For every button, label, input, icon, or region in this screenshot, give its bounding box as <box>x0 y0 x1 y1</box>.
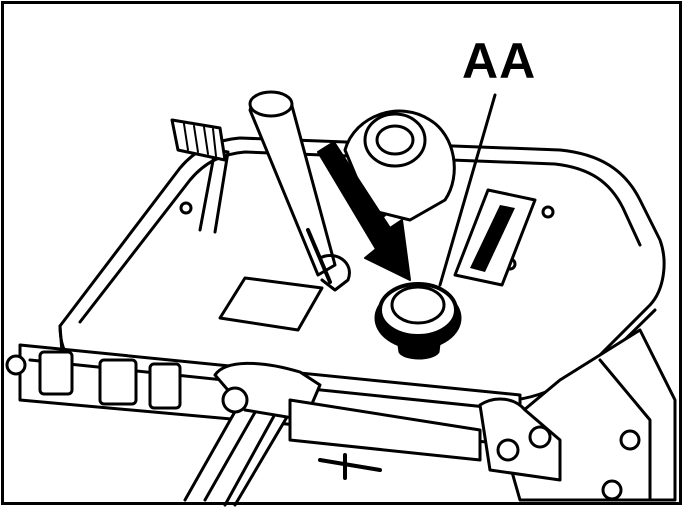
direction-arrow <box>317 141 411 281</box>
hex-coupler-3 <box>148 362 182 410</box>
handle-rod-cap <box>248 90 294 118</box>
release-lever-ridges <box>183 123 217 157</box>
end-bolt <box>5 354 27 376</box>
locking-knob-stem <box>396 334 442 360</box>
bolt-1 <box>496 438 520 462</box>
bolt-4 <box>601 479 623 501</box>
deck-screw-1 <box>179 201 193 215</box>
callout-label: AA <box>462 33 537 89</box>
handle-clip <box>318 254 351 292</box>
handle-pin <box>306 228 332 284</box>
callout-leader-line <box>438 93 497 287</box>
deck-screw-2 <box>541 205 555 219</box>
bracket-cross-tube <box>288 398 482 462</box>
hex-coupler-1 <box>38 350 74 396</box>
hex-coupler-2 <box>98 358 138 406</box>
incline-gear <box>470 205 515 272</box>
bolt-3 <box>619 429 641 451</box>
locking-knob-face <box>390 285 446 325</box>
access-panel <box>218 276 324 332</box>
motor-housing-end-inner <box>375 124 415 156</box>
figure-border <box>1 1 682 505</box>
motor-housing-end <box>363 112 427 168</box>
bolt-2 <box>528 425 552 449</box>
wing-nut <box>318 453 382 480</box>
hood-inner-edge <box>78 150 642 324</box>
frame-rail-inner <box>598 358 652 502</box>
right-bracket <box>478 397 562 482</box>
bracket-knob <box>221 386 249 414</box>
upright-post-inner <box>203 398 282 507</box>
